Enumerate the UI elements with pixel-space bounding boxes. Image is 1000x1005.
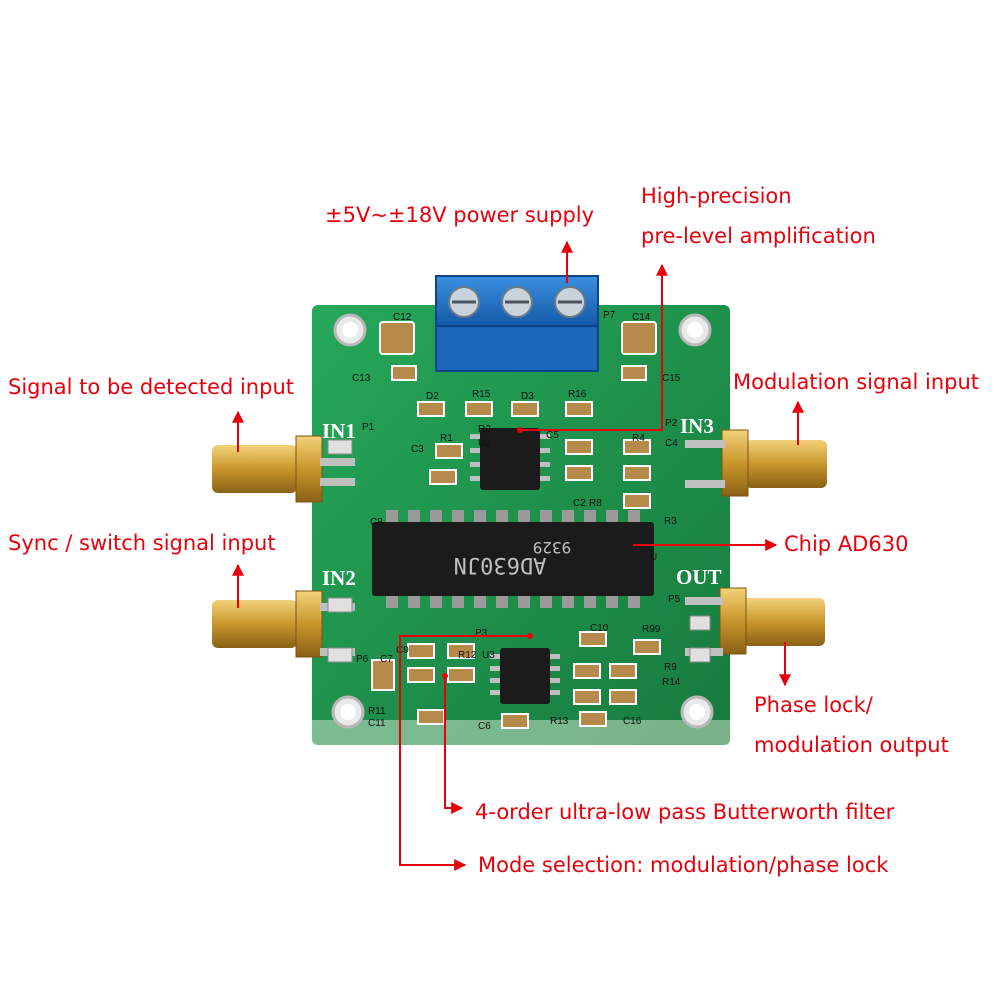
callout-signal-input: Signal to be detected input [8, 375, 294, 399]
silk-ref-label: C2 [573, 498, 586, 509]
sma-connector-in1 [212, 435, 355, 503]
silk-ref-label: R8 [589, 498, 602, 509]
silk-ref-label: R11 [368, 706, 386, 717]
smd-components [371, 321, 661, 729]
callout-preamp-line1: High-precision [641, 184, 792, 208]
mounting-holes [331, 313, 714, 729]
silk-ref-label: R12 [458, 650, 477, 661]
silk-ref-label: P3 [475, 628, 488, 639]
callout-preamp-line2: pre-level amplification [641, 224, 876, 248]
silk-ref-label: R9 [664, 662, 677, 673]
silk-ref-label: C3 [411, 444, 424, 455]
silk-ref-label: C15 [662, 373, 681, 384]
silk-ref-label: R15 [472, 389, 491, 400]
arrow-filter [444, 676, 464, 814]
silk-ref-label: R13 [550, 716, 569, 727]
silk-ref-label: C14 [632, 312, 651, 323]
silk-ref-label: U [650, 552, 657, 563]
silk-ref-label: C6 [478, 721, 491, 732]
silk-ref-label: R14 [662, 677, 681, 688]
silk-ref-label: C13 [352, 373, 371, 384]
silk-ref-label: R99 [642, 624, 661, 635]
silk-ref-label: D2 [426, 391, 439, 402]
silk-ref-label: P6 [356, 654, 369, 665]
callout-output-line2: modulation output [754, 733, 949, 757]
silk-ref-label: C11 [368, 718, 386, 729]
silk-in3: IN3 [680, 414, 714, 438]
silk-ref-label: C4 [665, 438, 678, 449]
silk-ref-label: C16 [623, 716, 642, 727]
silk-ref-label: C8 [370, 517, 383, 528]
silk-ref-label: P1 [362, 422, 375, 433]
soic-chip-u3 [490, 648, 560, 704]
silk-ref-label: D3 [521, 391, 534, 402]
silk-ref-label: R3 [664, 516, 677, 527]
silk-in1: IN1 [322, 419, 356, 443]
silk-in2: IN2 [322, 566, 356, 590]
arrow-mode [399, 635, 530, 871]
silk-ref-label: R1 [440, 433, 453, 444]
power-terminal-block [435, 275, 599, 372]
callout-chip: Chip AD630 [784, 532, 909, 556]
callout-sync-input: Sync / switch signal input [8, 531, 276, 555]
silk-ref-label: R2 [478, 424, 491, 435]
sma-connector-in2 [212, 590, 355, 658]
silk-ref-label: U3 [482, 650, 495, 661]
silk-ref-label: C10 [590, 623, 609, 634]
silk-ref-label: C7 [380, 654, 393, 665]
annotation-arrows [232, 240, 804, 871]
callout-filter: 4-order ultra-low pass Butterworth filte… [475, 800, 895, 824]
silk-ref-label: P7 [603, 310, 616, 321]
silk-ref-label: C9 [396, 645, 409, 656]
silk-ref-label: R16 [568, 389, 587, 400]
callout-output-line1: Phase lock/ [754, 693, 873, 717]
header-pads [327, 439, 711, 663]
silk-ref-label: U2 [478, 438, 491, 449]
silk-out: OUT [676, 565, 722, 589]
main-chip-code: 9329 [533, 538, 572, 557]
arrow-preamp [520, 263, 668, 431]
silk-ref-label: R4 [632, 433, 645, 444]
callout-mode: Mode selection: modulation/phase lock [478, 853, 889, 877]
silk-ref-label: C12 [393, 312, 412, 323]
main-dip-chip [372, 510, 654, 608]
silk-ref-label: P5 [668, 594, 681, 605]
silk-ref-label: P2 [665, 418, 678, 429]
main-chip-marking: AD630JN [454, 552, 547, 577]
callout-modulation-input: Modulation signal input [733, 370, 980, 394]
callout-power-supply: ±5V~±18V power supply [325, 203, 595, 227]
soic-chip-u2 [470, 428, 550, 490]
silk-ref-label: C5 [546, 430, 559, 441]
sma-connector-in3 [685, 429, 827, 497]
